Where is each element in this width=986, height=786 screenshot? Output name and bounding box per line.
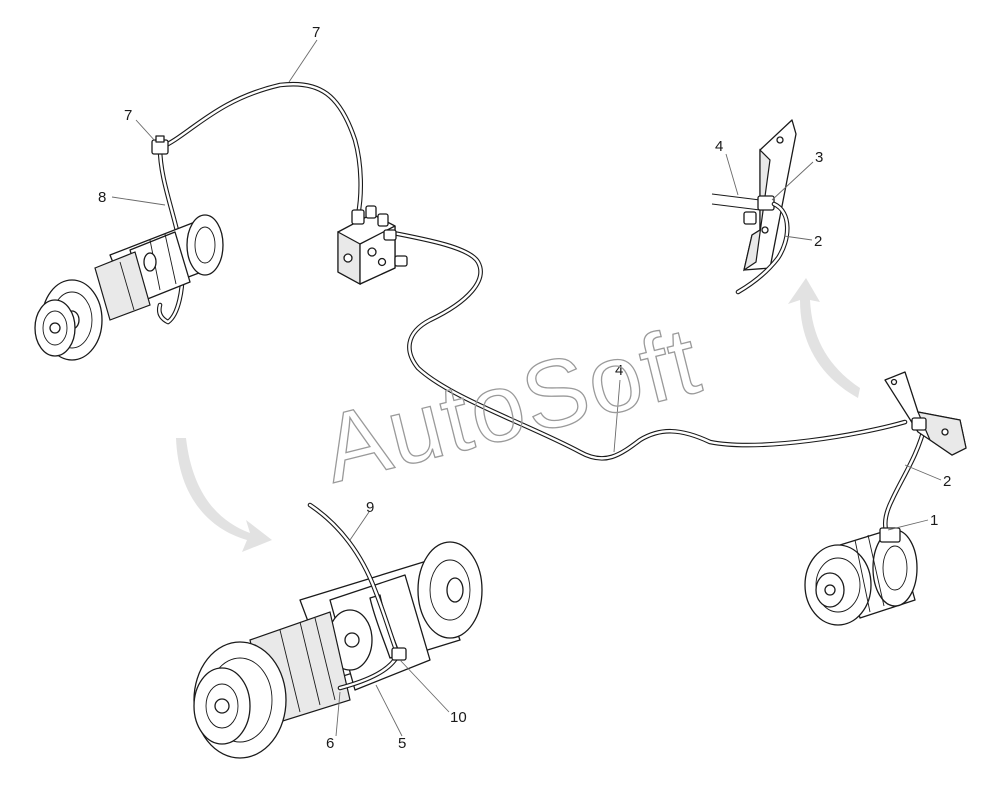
callout-1: 1 — [930, 512, 938, 529]
motor-1 — [804, 527, 918, 626]
callout-3: 3 — [815, 149, 823, 166]
axle-assembly-detail — [193, 541, 483, 759]
callout-5: 7 — [312, 24, 320, 41]
watermark: AutoSoft — [312, 306, 712, 504]
detail-arrow-right — [788, 278, 860, 398]
callout-4-detail: 4 — [715, 138, 723, 155]
callout-labels: 7 7 8 4 3 2 4 2 1 9 10 5 6 — [98, 24, 951, 752]
hose-7-top — [156, 145, 185, 325]
fitting-8 — [391, 647, 407, 661]
hose-7-detail — [307, 502, 401, 691]
hose-2-lower — [882, 422, 928, 533]
callout-2-detail: 2 — [814, 233, 822, 250]
bracket-main — [884, 371, 967, 456]
leader-lines — [111, 39, 942, 737]
callout-10: 6 — [326, 735, 334, 752]
hose-4-main — [385, 229, 908, 461]
detail-arrow-left — [176, 438, 272, 552]
callout-7-top: 8 — [98, 189, 106, 206]
callout-6: 7 — [124, 107, 132, 124]
hose-5 — [157, 81, 363, 218]
valve-block — [337, 205, 408, 286]
fitting-6 — [151, 135, 169, 155]
watermark-text: AutoSoft — [312, 306, 711, 503]
hose-2-detail — [735, 201, 790, 295]
callout-9: 5 — [398, 735, 406, 752]
callout-2-main: 2 — [943, 473, 951, 490]
callout-8: 10 — [450, 709, 467, 726]
bracket-detail — [711, 119, 797, 272]
axle-assembly-top — [34, 214, 224, 361]
callout-4-main: 4 — [615, 362, 623, 379]
callout-7-detail: 9 — [366, 499, 374, 516]
